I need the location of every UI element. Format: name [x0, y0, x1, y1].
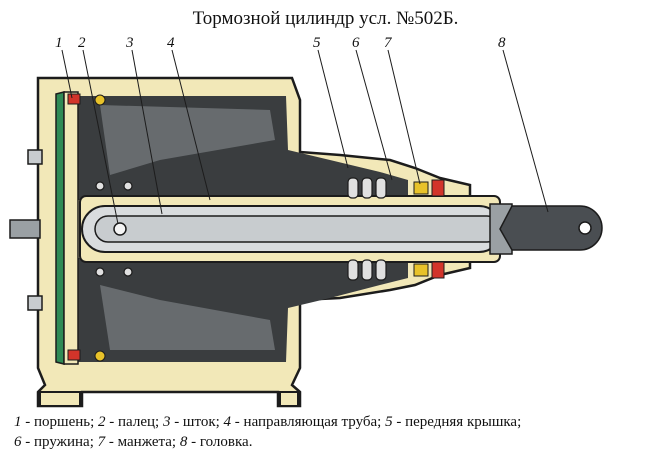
head-eye	[578, 221, 592, 235]
legend-text-8: - головка.	[187, 434, 253, 450]
callout-2: 2	[78, 35, 86, 51]
diagram-title: Тормозной цилиндр усл. №502Б.	[192, 8, 459, 29]
bolt-left-middle	[9, 219, 41, 239]
rod	[94, 215, 501, 243]
foot-right	[279, 391, 299, 407]
legend-line-2: 6 - пружина; 7 - манжета; 8 - головка.	[14, 432, 644, 452]
legend-text-5: - передняя крышка;	[392, 414, 522, 430]
legend-num-2: 2	[98, 414, 106, 430]
legend-caption: 1 - поршень; 2 - палец; 3 - шток; 4 - на…	[14, 412, 644, 452]
bolt-left-top	[27, 149, 43, 165]
legend-text-2: - палец;	[105, 414, 163, 430]
foot-left	[39, 391, 81, 407]
legend-text-3: - шток;	[170, 414, 224, 430]
cuff-top	[413, 181, 429, 195]
legend-num-7: 7	[97, 434, 106, 450]
red-seal-bottom-left	[67, 349, 81, 361]
callout-7: 7	[384, 35, 393, 51]
spring	[95, 177, 387, 281]
piston-plate	[63, 91, 79, 365]
piston-seal	[55, 91, 65, 365]
callout-5: 5	[313, 35, 321, 51]
leader-lines	[61, 49, 549, 225]
legend-text-4: - направляющая труба;	[231, 414, 386, 430]
cuff-bottom	[413, 263, 429, 277]
red-seal-front-bottom	[431, 261, 445, 279]
chamber-highlight-lower	[100, 285, 275, 350]
legend-num-8: 8	[179, 434, 188, 450]
rod-head	[499, 205, 603, 251]
legend-line-1: 1 - поршень; 2 - палец; 3 - шток; 4 - на…	[14, 412, 644, 432]
chamber-highlight-upper	[100, 105, 275, 175]
red-seal-front-top	[431, 179, 445, 197]
legend-num-1: 1	[14, 414, 22, 430]
yellow-seal-bottom-left	[94, 350, 106, 362]
callout-3: 3	[125, 35, 134, 51]
bolt-left-bottom	[27, 295, 43, 311]
callout-6: 6	[352, 35, 360, 51]
red-seal-top-left	[67, 93, 81, 105]
pin	[113, 222, 127, 236]
brake-cylinder-diagram: 1 2 3 4 5 6 7 8	[9, 35, 603, 408]
legend-num-5: 5	[385, 414, 393, 430]
legend-num-6: 6	[14, 434, 22, 450]
legend-text-1: - поршень;	[21, 414, 99, 430]
legend-text-7: - манжета;	[105, 434, 180, 450]
legend-text-6: - пружина;	[21, 434, 98, 450]
callout-8: 8	[498, 35, 506, 51]
callout-1: 1	[55, 35, 63, 51]
legend-num-3: 3	[162, 414, 171, 430]
legend-num-4: 4	[223, 414, 232, 430]
callout-4: 4	[167, 35, 175, 51]
yellow-seal-top-left	[94, 94, 106, 106]
